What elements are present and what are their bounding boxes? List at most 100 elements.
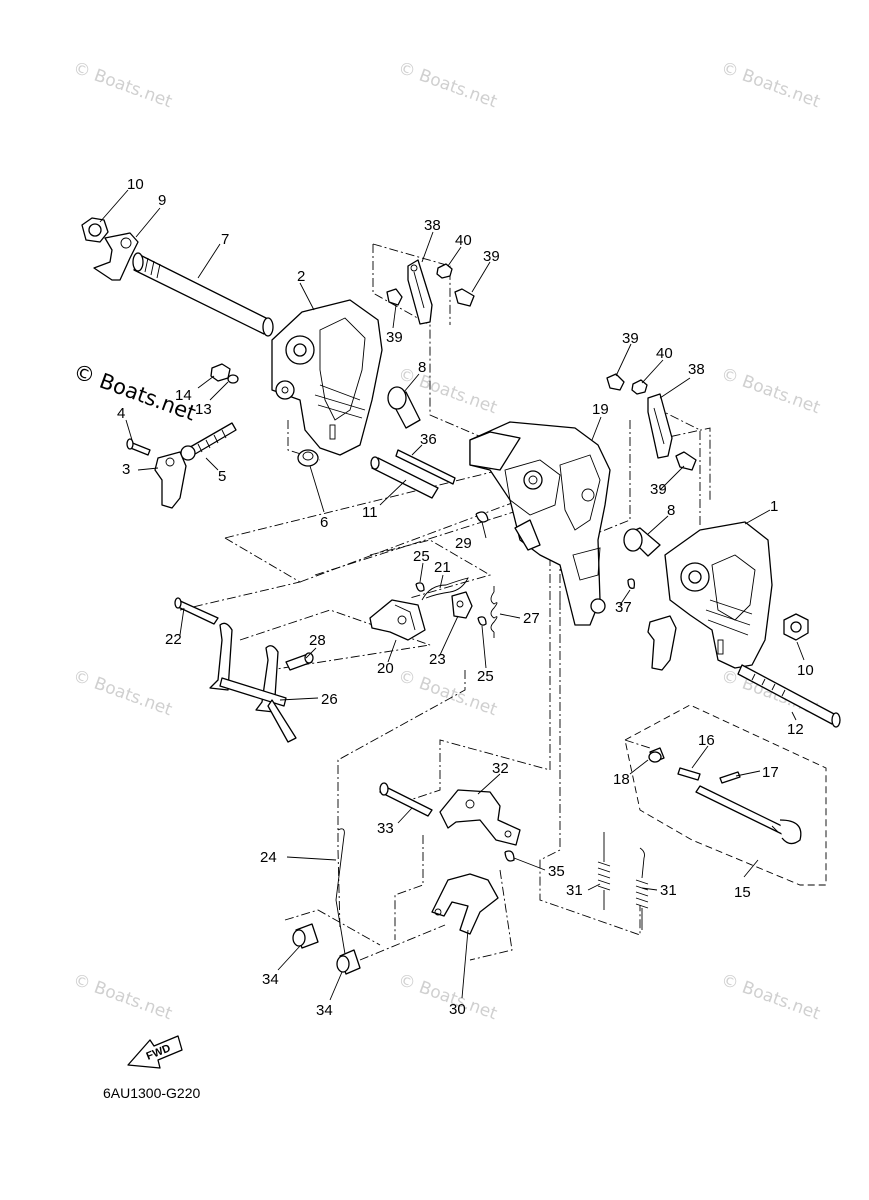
callout-9: 9 (158, 192, 166, 209)
part-26-lock-lever (209, 622, 297, 743)
callout-39: 39 (483, 248, 500, 265)
part-39-bolt-upper-right (454, 288, 475, 307)
callout-27: 27 (523, 610, 540, 627)
part-35-clip (504, 850, 515, 862)
callout-40: 40 (455, 232, 472, 249)
callout-14: 14 (175, 387, 192, 404)
part-24-rod (335, 828, 347, 967)
part-2-clamp-bracket (271, 299, 383, 456)
callout-30: 30 (449, 1001, 466, 1018)
watermark-text: © Boats.net (70, 666, 175, 720)
callout-7: 7 (221, 231, 229, 248)
callout-12: 12 (787, 721, 804, 738)
callout-2: 2 (297, 268, 305, 285)
part-20-bracket (369, 599, 426, 641)
part-9-lever (93, 232, 139, 281)
part-3-tilt-lever (154, 451, 187, 509)
watermark-text: © Boats.net (718, 364, 823, 418)
callout-18: 18 (613, 771, 630, 788)
callout-20: 20 (377, 660, 394, 677)
callout-3: 3 (122, 461, 130, 478)
part-36-pin (395, 449, 456, 485)
part-32-tilt-lever (439, 789, 521, 846)
callout-34: 34 (316, 1002, 333, 1019)
part-17-pin (719, 771, 741, 784)
callout-15: 15 (734, 884, 751, 901)
part-37-clip (627, 578, 636, 589)
part-8-bushing-right (623, 527, 661, 557)
part-33-bolt (379, 782, 433, 817)
part-25-clip-lower (477, 616, 487, 626)
part-21-spring (421, 577, 469, 601)
part-5-threaded-rod (180, 422, 237, 461)
watermark-text: © Boats.net (395, 970, 500, 1024)
callout-26: 26 (321, 691, 338, 708)
callout-labels: 10 9 7 2 38 40 39 39 14 13 4 3 5 8 36 6 … (117, 176, 814, 1019)
callout-19: 19 (592, 401, 609, 418)
part-15-rod (695, 785, 802, 845)
watermark-text: © Boats.net (395, 58, 500, 112)
part-40-washer-upper (436, 263, 453, 279)
part-16-pin (677, 767, 701, 781)
callout-8: 8 (418, 359, 426, 376)
part-12-bolt (737, 664, 841, 728)
callout-40: 40 (656, 345, 673, 362)
part-18-plug (648, 747, 665, 763)
part-30-bracket (431, 873, 499, 935)
callout-28: 28 (309, 632, 326, 649)
callout-25: 25 (477, 668, 494, 685)
callout-22: 22 (165, 631, 182, 648)
callout-38: 38 (424, 217, 441, 234)
part-40-washer-right (631, 379, 648, 395)
part-6-grommet (297, 449, 319, 467)
callout-38: 38 (688, 361, 705, 378)
part-25-clip-upper (415, 582, 425, 592)
part-27-spring (490, 586, 498, 638)
part-28-bolt (285, 652, 314, 671)
callout-31: 31 (566, 882, 583, 899)
callout-16: 16 (698, 732, 715, 749)
part-11-tube (370, 456, 439, 499)
callout-39: 39 (386, 329, 403, 346)
part-38-link-right (647, 393, 673, 459)
callout-39: 39 (622, 330, 639, 347)
watermark-text: © Boats.net (70, 58, 175, 112)
callout-21: 21 (434, 559, 451, 576)
part-10-nut-right (783, 613, 809, 641)
callout-33: 33 (377, 820, 394, 837)
callout-11: 11 (362, 504, 378, 521)
part-8-bushing-left (387, 386, 421, 429)
fwd-arrow-icon: FWD (127, 1035, 183, 1069)
watermark-text: © Boats.net (718, 58, 823, 112)
part-23-lever (451, 591, 473, 619)
callout-36: 36 (420, 431, 437, 448)
callout-10: 10 (797, 662, 814, 679)
callout-1: 1 (770, 498, 778, 515)
part-34-grommet-lower (336, 949, 361, 975)
part-22-bolt (174, 597, 219, 625)
callout-6: 6 (320, 514, 328, 531)
callout-24: 24 (260, 849, 277, 866)
callout-34: 34 (262, 971, 279, 988)
callout-5: 5 (218, 468, 226, 485)
callout-35: 35 (548, 863, 565, 880)
part-34-grommet-upper (292, 923, 319, 949)
callout-17: 17 (762, 764, 779, 781)
callout-31: 31 (660, 882, 677, 899)
callout-37: 37 (615, 599, 632, 616)
callout-32: 32 (492, 760, 509, 777)
callout-13: 13 (195, 401, 212, 418)
part-29-clip (475, 511, 489, 523)
watermark-text: © Boats.net (70, 970, 175, 1024)
watermark-text: © Boats.net (718, 970, 823, 1024)
callout-8: 8 (667, 502, 675, 519)
part-1-clamp-bracket (647, 521, 773, 671)
callout-29: 29 (455, 535, 472, 552)
callout-39: 39 (650, 481, 667, 498)
part-39-bolt-upper-left (386, 288, 403, 306)
part-14-nut (210, 363, 231, 382)
leader-lines (99, 189, 805, 1001)
callout-25: 25 (413, 548, 430, 565)
part-19-swivel-bracket (469, 421, 611, 626)
